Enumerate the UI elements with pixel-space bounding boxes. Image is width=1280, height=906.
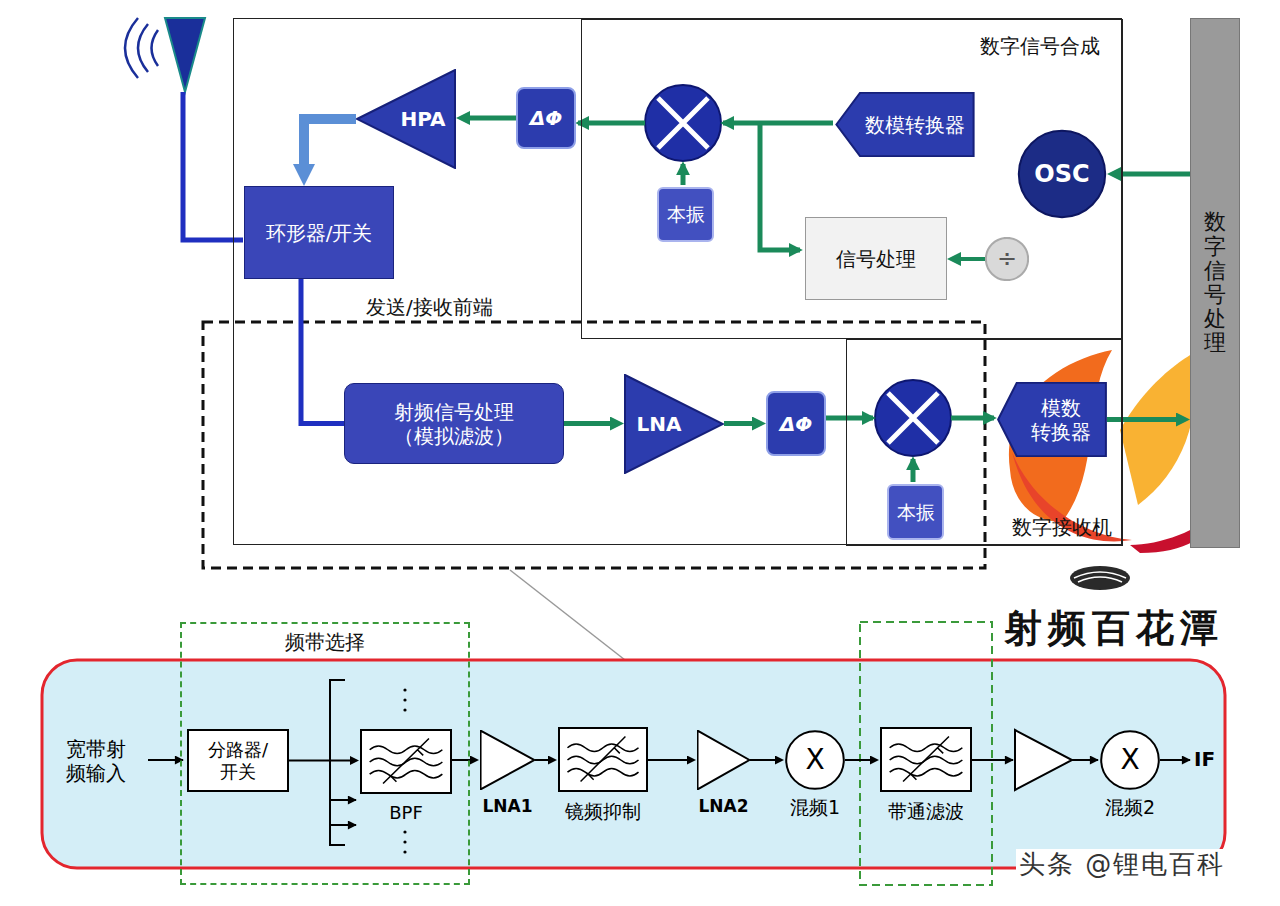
process-box: 分路器/ 开关	[187, 729, 289, 792]
text-holder: 数字信号处理	[1191, 19, 1239, 547]
text-holder: ΔΦ	[518, 89, 574, 147]
processor-bar: 数字信号处理	[1190, 18, 1240, 548]
connector	[564, 421, 610, 426]
node-text: LNA	[637, 412, 682, 436]
amplifier-triangle: HPA	[356, 69, 456, 169]
filter-box: BPF	[360, 729, 452, 794]
dashed-frame	[203, 322, 985, 568]
node-text: 本振	[897, 501, 935, 524]
text-holder: 本振	[889, 486, 942, 538]
node-text: 数字接收机	[1012, 515, 1112, 539]
connector	[961, 257, 985, 261]
node-text: 混频2	[1105, 796, 1155, 819]
node-text: 数模转换器	[865, 113, 965, 137]
dashed-frame	[860, 622, 992, 885]
node-text: 发送/接收前端	[366, 295, 493, 319]
text-holder: X	[1100, 730, 1160, 790]
converter-shape: 数模转换器	[835, 92, 975, 157]
connector	[724, 421, 752, 426]
amplifier-triangle: LNA	[624, 374, 724, 474]
connector	[470, 116, 516, 121]
divider-circle: ÷	[985, 237, 1029, 281]
mixer-circle: X混频1	[785, 730, 845, 790]
node-text: HPA	[400, 107, 445, 131]
text-holder: 信号处理	[806, 218, 946, 299]
node-text: 环形器/开关	[266, 221, 373, 245]
watermark: 射频百花潭	[1004, 606, 1224, 652]
node-text: ΔΦ	[780, 412, 812, 436]
text-holder: OSC	[1017, 129, 1107, 219]
amplifier-triangle: LNA2	[697, 730, 750, 790]
filter-box: 镜频抑制	[558, 727, 648, 792]
text-holder: 数模转换器	[835, 92, 975, 157]
text-holder: ÷	[985, 237, 1029, 281]
process-box: 射频信号处理 （模拟滤波）	[344, 383, 564, 464]
node-text: 射频信号处理 （模拟滤波）	[389, 400, 519, 448]
node-text: 镜频抑制	[565, 800, 641, 823]
text-holder: X	[785, 730, 845, 790]
region-box: 发送/接收前端数字信号合成本振数模转换器OSC信号处理÷HPAΔΦ环形器/开关数…	[233, 18, 1122, 545]
node-text: 本振	[667, 203, 705, 226]
node-text: X	[805, 743, 824, 777]
node-text: 信号处理	[836, 247, 916, 271]
connector	[750, 759, 775, 761]
node-text: LNA1	[482, 796, 532, 816]
phase-shifter-box: ΔΦ	[516, 87, 576, 149]
text-holder: 模数 转换器	[997, 382, 1107, 457]
node-text: LNA2	[698, 796, 748, 816]
filter-box: 带通滤波	[880, 727, 972, 792]
signal-arrow	[148, 680, 1190, 845]
connector	[1107, 417, 1176, 422]
text-holder: 分路器/ 开关	[189, 731, 287, 790]
text-holder: LNA	[624, 374, 724, 474]
text-holder: 本振	[659, 189, 712, 240]
node-text: OSC	[1034, 160, 1089, 189]
oscillator-box: 本振	[657, 187, 714, 242]
node-text: 分路器/ 开关	[198, 739, 278, 782]
signal-name: IF	[1194, 747, 1215, 771]
region-box: 数字接收机 本振 模数 转换器	[846, 339, 1123, 546]
node-text: 频带选择	[182, 630, 468, 654]
process-box: 信号处理	[805, 217, 947, 300]
text-holder: 环形器/开关	[245, 187, 393, 278]
node-text: ÷	[997, 245, 1017, 274]
converter-shape: 模数 转换器	[997, 382, 1107, 457]
node-text: ΔΦ	[530, 106, 562, 130]
signal-arrow	[578, 123, 994, 482]
process-box: 环形器/开关	[244, 186, 394, 279]
text-holder: 射频信号处理 （模拟滤波）	[345, 384, 563, 463]
node-text: 数字信号处理	[1204, 210, 1226, 355]
dashed-group: 频带选择分路器/ 开关 BPF	[180, 622, 470, 885]
watermark: 头条 @锂电百科	[1016, 849, 1228, 880]
oscillator-box: 本振	[887, 484, 944, 540]
connector	[648, 759, 687, 761]
connector	[304, 119, 356, 164]
text-holder: HPA	[356, 69, 456, 169]
amplifier-symbol	[1015, 730, 1072, 790]
connector	[452, 759, 470, 761]
phase-shifter-box: ΔΦ	[766, 391, 826, 456]
mixer-circle: X混频2	[1100, 730, 1160, 790]
node-text: X	[1120, 743, 1139, 777]
connector	[1121, 172, 1190, 177]
node-text: 带通滤波	[888, 800, 964, 823]
node-text: 混频1	[790, 796, 840, 819]
input-label: 宽带射频输入	[66, 737, 132, 785]
connector	[845, 759, 870, 761]
connector	[535, 759, 548, 761]
node-text: 数字信号合成	[980, 34, 1100, 58]
oscillator-circle: OSC	[1017, 129, 1107, 219]
text-holder: ΔΦ	[768, 393, 824, 454]
region-box: 数字信号合成本振 数模转换器 OSC 信号处理 ÷	[581, 19, 1123, 339]
antenna	[125, 18, 243, 240]
panel	[42, 660, 1225, 868]
node-text: BPF	[389, 802, 423, 824]
connector	[301, 279, 344, 424]
amplifier-triangle: LNA1	[480, 730, 535, 790]
leader-line	[510, 570, 625, 660]
node-text: 模数 转换器	[1030, 396, 1093, 444]
connector	[289, 760, 350, 762]
